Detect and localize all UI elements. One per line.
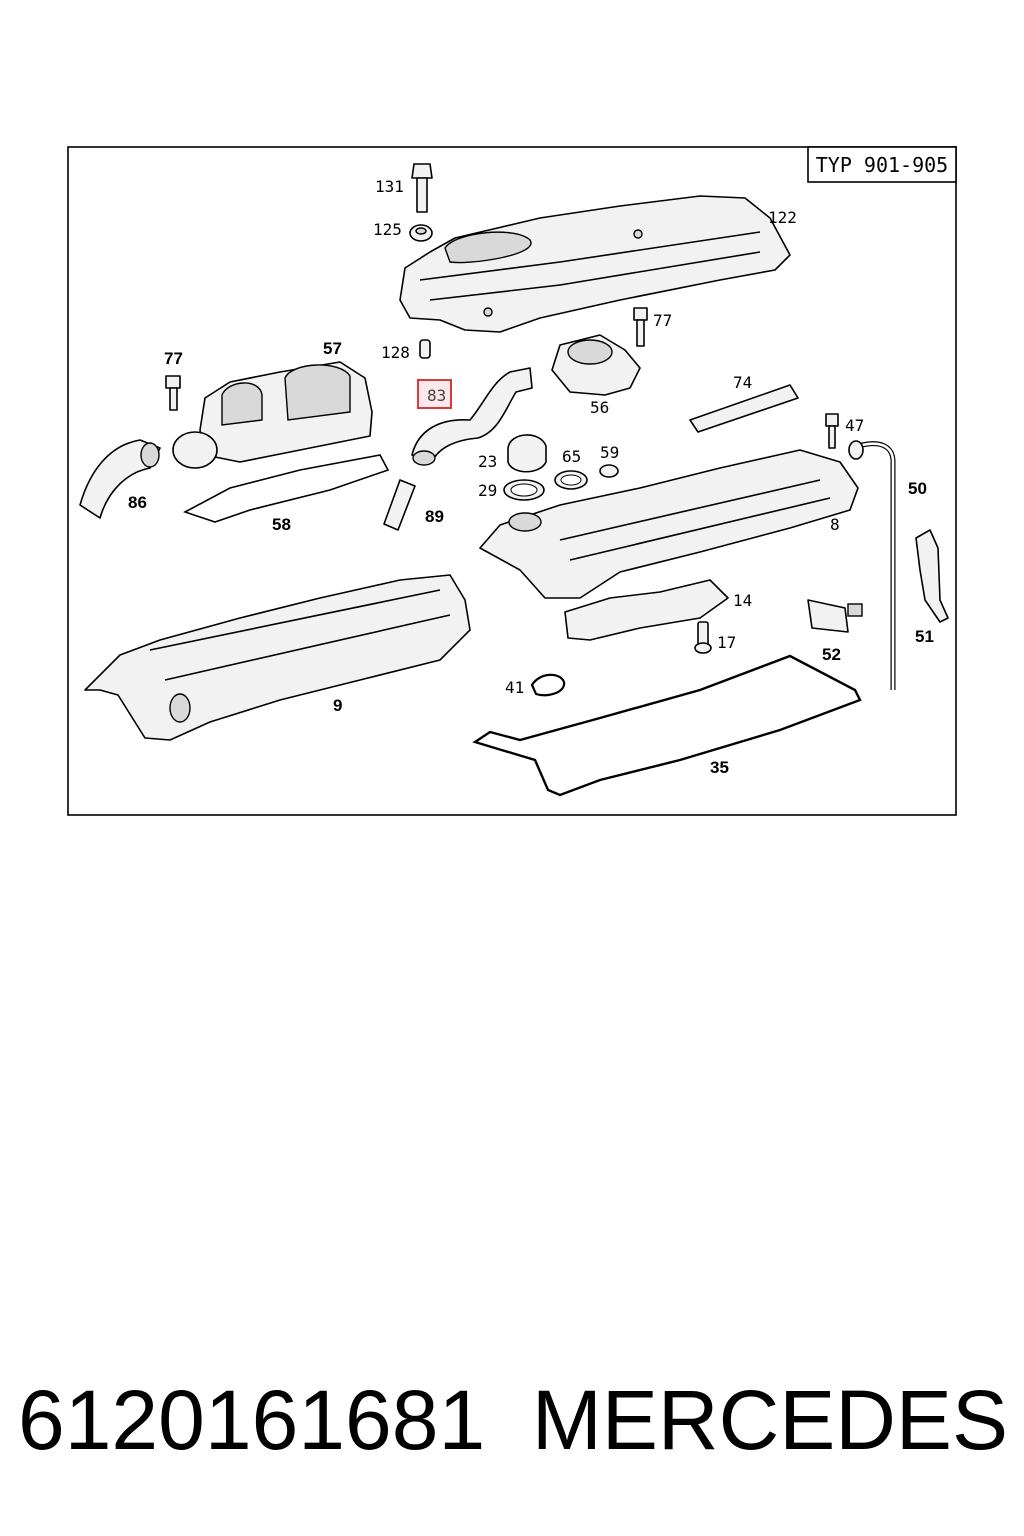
label-65: 65 (562, 447, 581, 466)
part-23-cap (507, 434, 547, 473)
part-57-separator (172, 361, 373, 469)
part-51-bracket (915, 529, 949, 623)
footer: 6120161681 MERCEDES (18, 1370, 1008, 1470)
part-number: 6120161681 (18, 1373, 486, 1467)
part-35-gasket (472, 654, 862, 797)
brand-name: MERCEDES (531, 1373, 1008, 1467)
label-86: 86 (128, 493, 147, 512)
part-86-hose (79, 439, 161, 519)
part-83-hose (411, 367, 533, 466)
label-83: 83 (427, 386, 446, 405)
part-17-bolt (694, 621, 712, 654)
part-41-seal (530, 673, 566, 697)
part-58-gasket (182, 454, 390, 523)
part-14-camshaft (564, 579, 729, 641)
part-128-bolt (419, 339, 431, 359)
label-23: 23 (478, 452, 497, 471)
part-77a-bolt (165, 375, 181, 411)
label-58: 58 (272, 515, 291, 534)
part-56-valve (551, 334, 641, 396)
part-77b-bolt (633, 307, 648, 347)
part-122-cover (399, 195, 791, 333)
label-125: 125 (373, 220, 402, 239)
label-17: 17 (717, 633, 736, 652)
type-label: TYP 901-905 (816, 153, 948, 177)
label-128: 128 (381, 343, 410, 362)
part-8-housing (479, 449, 859, 599)
part-89-fitting (383, 479, 416, 531)
label-74: 74 (733, 373, 752, 392)
type-box (807, 146, 957, 183)
label-47: 47 (845, 416, 864, 435)
label-59: 59 (600, 443, 619, 462)
label-8: 8 (830, 515, 840, 534)
part-65-ring (554, 470, 588, 490)
label-77-right: 77 (653, 311, 672, 330)
part-131-bolt (411, 163, 433, 213)
label-89: 89 (425, 507, 444, 526)
label-77-left: 77 (164, 349, 183, 368)
part-9-cover (84, 574, 471, 741)
label-122: 122 (768, 208, 797, 227)
part-59-ring (599, 464, 619, 478)
label-52: 52 (822, 645, 841, 664)
label-56: 56 (590, 398, 609, 417)
label-131: 131 (375, 177, 404, 196)
label-50: 50 (908, 479, 927, 498)
label-57: 57 (323, 339, 342, 358)
label-41: 41 (505, 678, 524, 697)
highlight-box-83 (417, 379, 452, 409)
part-29-ring (503, 479, 545, 501)
label-14: 14 (733, 591, 752, 610)
diagram-frame (67, 146, 957, 816)
label-9: 9 (333, 696, 342, 715)
label-29: 29 (478, 481, 497, 500)
part-50-pipe (848, 440, 896, 690)
label-35: 35 (710, 758, 729, 777)
part-74-rod (689, 384, 799, 433)
part-47-bolt (825, 413, 839, 449)
part-125-grommet (409, 224, 433, 242)
part-52-clamp (807, 599, 863, 633)
label-51: 51 (915, 627, 934, 646)
